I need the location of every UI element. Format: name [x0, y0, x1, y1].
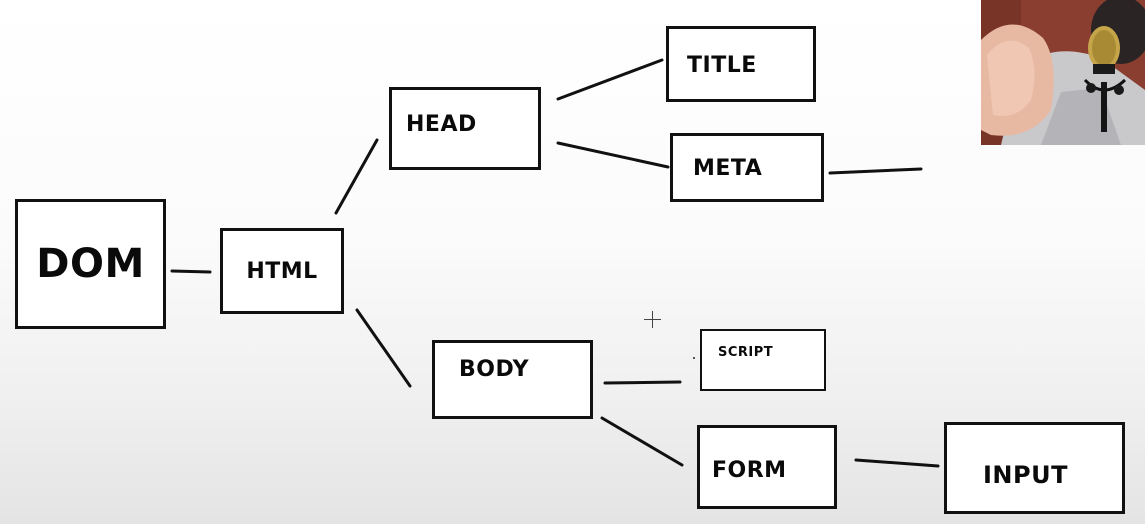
node-title: TITLE: [666, 26, 816, 102]
node-dom: DOM: [15, 199, 166, 329]
node-body: BODY: [432, 340, 593, 419]
node-html-label: HTML: [246, 258, 318, 284]
node-head-label: HEAD: [406, 112, 477, 137]
stray-dot: [693, 357, 695, 359]
edge-html-body: [355, 308, 412, 388]
edge-head-title: [556, 58, 664, 101]
node-title-label: TITLE: [687, 53, 757, 78]
node-script: SCRIPT: [700, 329, 826, 391]
node-dom-label: DOM: [36, 241, 145, 287]
edge-body-form: [600, 416, 684, 467]
node-body-label: BODY: [459, 357, 530, 382]
edge-head-meta: [556, 141, 670, 169]
node-input: INPUT: [944, 422, 1125, 514]
node-meta-label: META: [693, 156, 763, 181]
edge-form-input: [854, 458, 940, 468]
edge-html-head: [334, 138, 379, 215]
webcam-presenter-icon: [981, 0, 1145, 145]
edge-dom-html: [170, 269, 212, 274]
node-head: HEAD: [389, 87, 541, 170]
node-html: HTML: [220, 228, 344, 314]
crosshair-cursor-icon: [644, 311, 661, 328]
node-form: FORM: [697, 425, 837, 509]
node-form-label: FORM: [712, 458, 787, 483]
node-script-label: SCRIPT: [718, 345, 774, 360]
node-meta: META: [670, 133, 824, 202]
edge-meta-extension: [828, 167, 923, 175]
edge-body-script: [603, 380, 682, 385]
node-input-label: INPUT: [983, 461, 1068, 489]
